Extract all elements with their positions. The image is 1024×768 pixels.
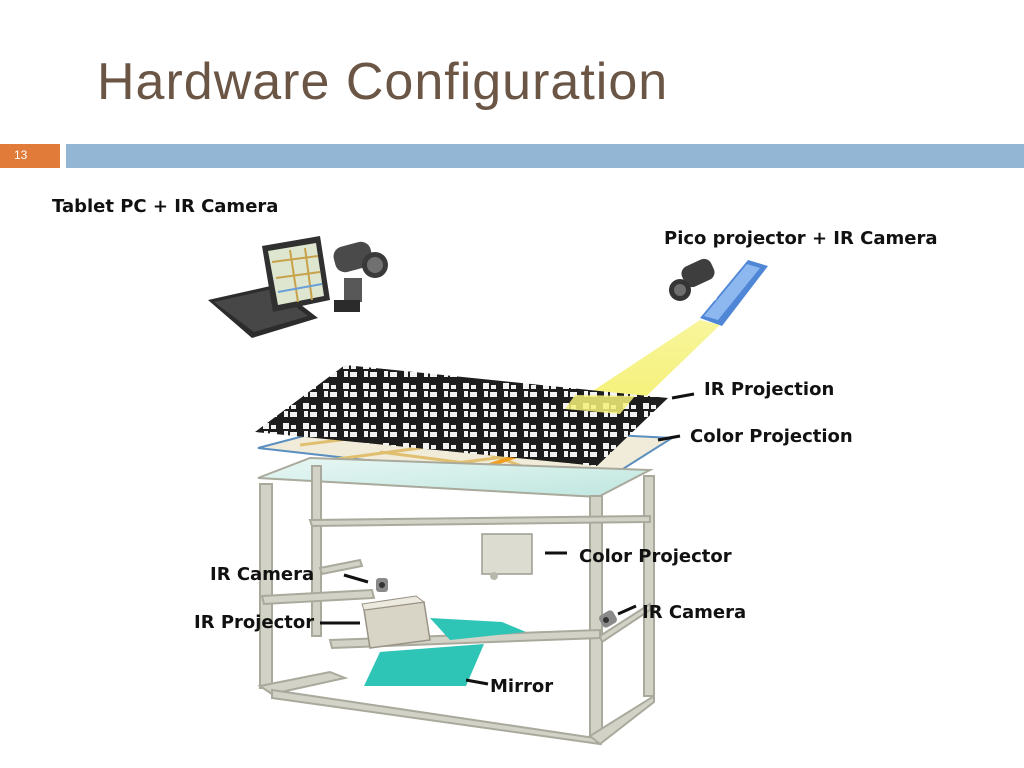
label-mirror: Mirror bbox=[490, 676, 554, 697]
slide-title: Hardware Configuration bbox=[97, 53, 669, 111]
label-color-projector: Color Projector bbox=[579, 546, 732, 567]
ir-projection-layer bbox=[255, 365, 668, 466]
pico-ir-camera-icon bbox=[669, 258, 715, 301]
color-projector-icon bbox=[481, 533, 533, 580]
table-frame bbox=[257, 456, 655, 746]
mirror-panel-back bbox=[430, 618, 526, 640]
label-tablet-pc: Tablet PC + IR Camera bbox=[52, 196, 279, 217]
label-pico-projector: Pico projector + IR Camera bbox=[664, 228, 938, 249]
slide-number-box bbox=[0, 144, 60, 168]
leader-lines bbox=[320, 392, 695, 686]
label-ir-projection: IR Projection bbox=[704, 379, 835, 400]
label-ir-camera-left: IR Camera bbox=[210, 564, 315, 585]
slide-number: 13 bbox=[14, 148, 28, 162]
mirror-panel bbox=[364, 644, 484, 686]
pico-projector-icon bbox=[700, 260, 768, 326]
label-ir-projector: IR Projector bbox=[194, 612, 315, 633]
ir-projector-icon bbox=[361, 595, 431, 649]
ir-projection-beam bbox=[573, 320, 720, 412]
ir-camera-left-icon bbox=[376, 578, 388, 592]
tablet-pc-icon bbox=[208, 236, 330, 338]
ir-camera-icon bbox=[333, 241, 388, 312]
ir-camera-right-icon bbox=[599, 610, 617, 628]
label-ir-camera-right: IR Camera bbox=[642, 602, 747, 623]
label-color-projection: Color Projection bbox=[690, 426, 853, 447]
header-bar bbox=[66, 144, 1024, 168]
